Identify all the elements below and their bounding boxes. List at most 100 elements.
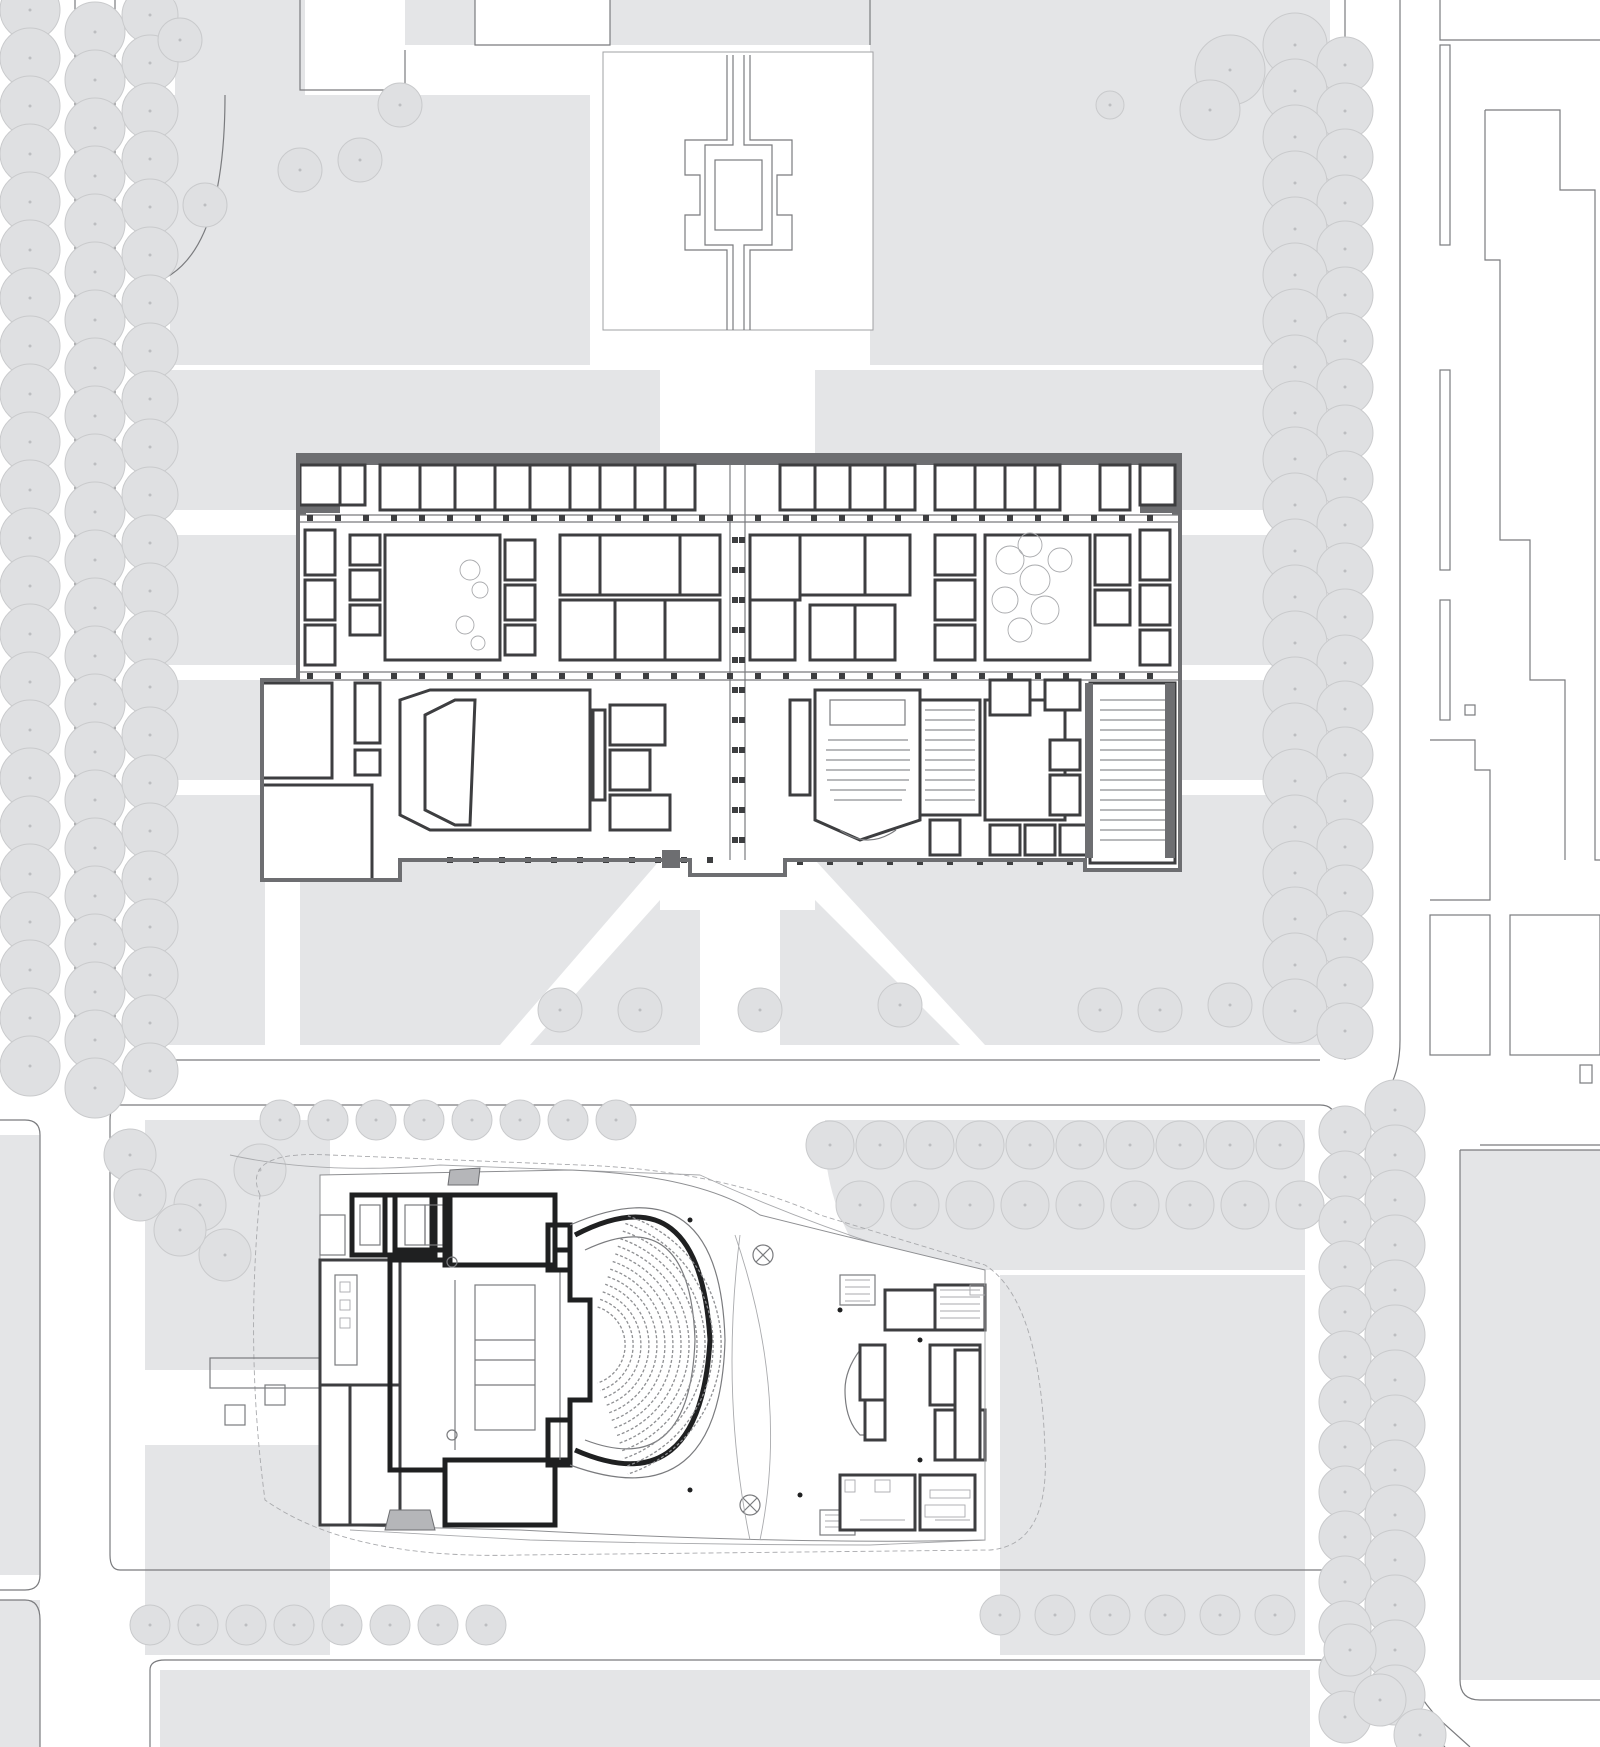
column <box>783 515 789 521</box>
tree-trunk <box>1343 431 1347 435</box>
seat-row <box>607 1276 658 1414</box>
tree-trunk <box>28 296 32 300</box>
column <box>755 673 761 679</box>
tree-trunk <box>1293 227 1297 231</box>
tree-trunk <box>148 925 152 929</box>
tree-trunk <box>28 488 32 492</box>
tree-trunk <box>93 270 97 274</box>
tree-trunk <box>1078 1143 1082 1147</box>
column <box>739 537 745 543</box>
tree-trunk <box>198 1203 202 1207</box>
tree-trunk <box>1393 1108 1397 1112</box>
column <box>923 515 929 521</box>
column <box>739 627 745 633</box>
tree-trunk <box>203 203 207 207</box>
tree-trunk <box>278 1118 282 1122</box>
tree-trunk <box>1178 1143 1182 1147</box>
column <box>699 673 705 679</box>
tree-trunk <box>1343 1355 1347 1359</box>
column <box>739 597 745 603</box>
column <box>739 747 745 753</box>
new-building <box>209 1154 1046 1556</box>
column <box>739 807 745 813</box>
tree-trunk <box>1078 1203 1082 1207</box>
tree-trunk <box>1293 181 1297 185</box>
tree-trunk <box>148 541 152 545</box>
tree-trunk <box>93 606 97 610</box>
seat-row <box>602 1291 642 1399</box>
tree-trunk <box>1293 365 1297 369</box>
tree-trunk <box>1293 43 1297 47</box>
column <box>783 673 789 679</box>
tree-trunk <box>1343 1029 1347 1033</box>
column <box>587 515 593 521</box>
column <box>531 673 537 679</box>
tree-trunk <box>28 8 32 12</box>
tree-trunk <box>148 973 152 977</box>
tree-trunk <box>28 200 32 204</box>
tree-trunk <box>1273 1613 1277 1617</box>
column <box>739 777 745 783</box>
column <box>1035 515 1041 521</box>
tree-trunk <box>436 1623 440 1627</box>
column <box>739 837 745 843</box>
column <box>1119 515 1125 521</box>
formal-garden <box>602 51 874 331</box>
tree-trunk <box>398 103 402 107</box>
tree-trunk <box>1343 293 1347 297</box>
column <box>732 567 738 573</box>
tree-trunk <box>1343 247 1347 251</box>
column <box>727 673 733 679</box>
tree-trunk <box>1108 103 1112 107</box>
seat-row <box>599 1298 634 1392</box>
tree-trunk <box>484 1623 488 1627</box>
seat-row <box>617 1245 690 1445</box>
column <box>739 687 745 693</box>
tree-trunk <box>422 1118 426 1122</box>
tree-trunk <box>1228 68 1232 72</box>
tree-trunk <box>1343 753 1347 757</box>
seat-row <box>609 1268 666 1422</box>
tree-trunk <box>223 1253 227 1257</box>
column <box>1147 515 1153 521</box>
column <box>979 673 985 679</box>
tree-trunk <box>93 990 97 994</box>
tree-trunk <box>148 1021 152 1025</box>
tree-trunk <box>858 1203 862 1207</box>
tree-trunk <box>1343 983 1347 987</box>
tree-trunk <box>1343 569 1347 573</box>
tree-trunk <box>758 1008 762 1012</box>
tree-trunk <box>148 1623 152 1627</box>
tree-trunk <box>93 846 97 850</box>
tree-trunk <box>93 462 97 466</box>
tree-trunk <box>148 733 152 737</box>
column <box>699 515 705 521</box>
column <box>732 627 738 633</box>
tree-trunk <box>1293 135 1297 139</box>
tree-trunk <box>93 558 97 562</box>
tree-trunk <box>998 1613 1002 1617</box>
tree-trunk <box>28 728 32 732</box>
tree-trunk <box>1293 319 1297 323</box>
tree-trunk <box>148 1069 152 1073</box>
tree-trunk <box>374 1118 378 1122</box>
tree-trunk <box>1098 1008 1102 1012</box>
column <box>643 673 649 679</box>
tree-trunk <box>1293 825 1297 829</box>
adjacent-buildings <box>1429 0 1600 1146</box>
tree-trunk <box>340 1623 344 1627</box>
tree-trunk <box>93 510 97 514</box>
column <box>951 515 957 521</box>
seat-row <box>625 1222 714 1468</box>
tree-trunk <box>93 78 97 82</box>
tree-trunk <box>470 1118 474 1122</box>
tree-trunk <box>614 1118 618 1122</box>
column <box>391 515 397 521</box>
column <box>335 673 341 679</box>
tree-trunk <box>1293 687 1297 691</box>
tree-trunk <box>1343 1715 1347 1719</box>
tree-trunk <box>148 205 152 209</box>
tree-trunk <box>28 1016 32 1020</box>
tree-trunk <box>1293 1009 1297 1013</box>
